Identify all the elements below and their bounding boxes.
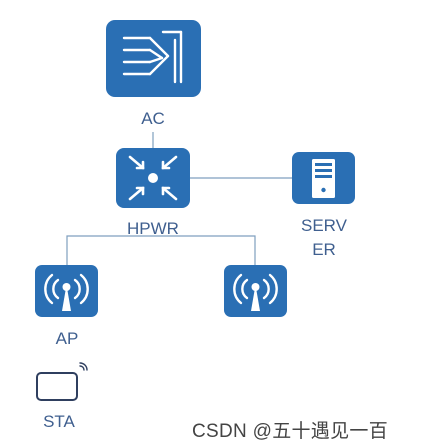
sta-node: [36, 362, 88, 401]
links: [66, 132, 292, 265]
ap-left-node: [35, 265, 98, 317]
station-icon: [36, 362, 88, 401]
switch-icon: [116, 148, 190, 208]
switch-node: [116, 148, 190, 208]
watermark: CSDN @五十遇见一百: [192, 421, 389, 442]
link-switch-aps: [66, 235, 256, 265]
ap-right-node: [224, 265, 287, 317]
sta-label: STA: [43, 412, 75, 431]
access-point-icon: [35, 265, 98, 317]
server-label-line1: SERV: [301, 216, 347, 235]
access-point-icon: [224, 265, 287, 317]
ac-node: [106, 20, 201, 97]
ac-label: AC: [141, 109, 165, 128]
server-node: [292, 152, 355, 204]
server-icon: [292, 152, 355, 204]
server-label-line2: ER: [312, 240, 336, 259]
ap-left-label: AP: [55, 329, 79, 348]
switch-label: HPWR: [127, 219, 179, 238]
access-controller-icon: [106, 20, 201, 97]
